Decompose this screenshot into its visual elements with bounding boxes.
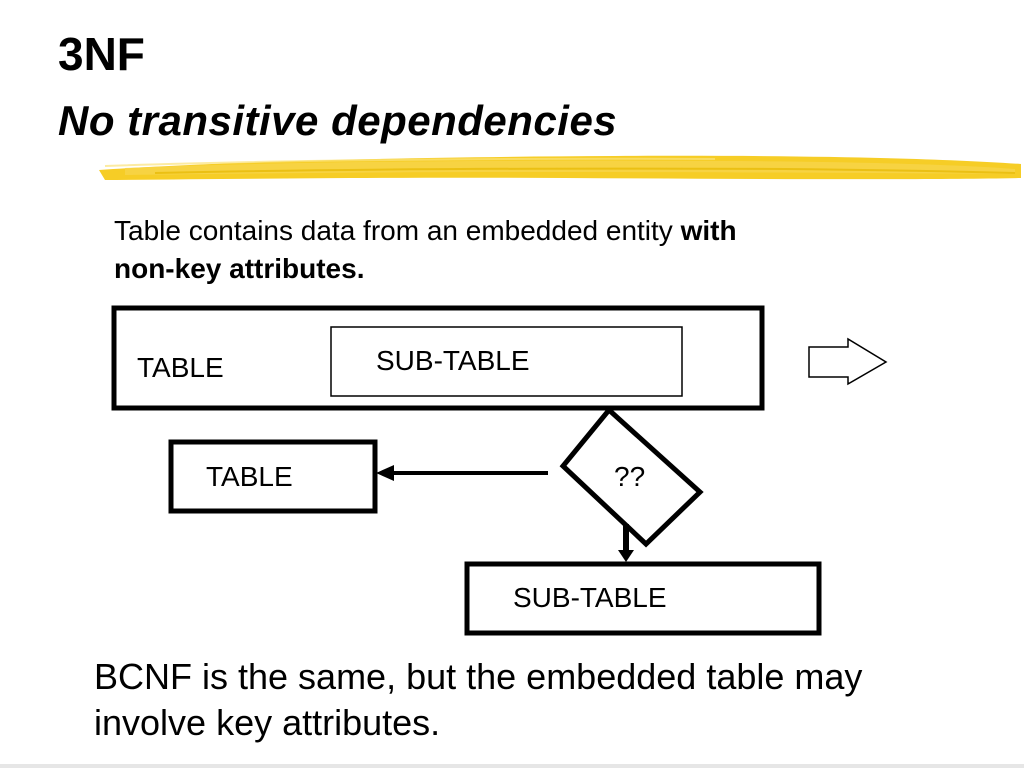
- intro-text: Table contains data from an embedded ent…: [114, 212, 914, 288]
- arrowhead-down-icon: [618, 550, 634, 562]
- result-subtable-label: SUB-TABLE: [513, 582, 667, 613]
- intro-bold-text-2: non-key attributes.: [114, 253, 365, 284]
- footer-text: BCNF is the same, but the embedded table…: [94, 654, 994, 746]
- hollow-right-arrow-icon: [808, 337, 888, 386]
- embedded-subtable-label: SUB-TABLE: [376, 345, 530, 376]
- result-table-box: [168, 439, 378, 514]
- arrowhead-left-icon: [376, 465, 394, 481]
- embedded-subtable-box: [330, 326, 683, 397]
- slide-subtitle: No transitive dependencies: [58, 97, 618, 144]
- result-subtable-box: [464, 561, 822, 636]
- footer-line-2: involve key attributes.: [94, 702, 441, 743]
- footer-line-1: BCNF is the same, but the embedded table…: [94, 656, 863, 697]
- result-table-label: TABLE: [206, 461, 293, 492]
- intro-bold-text-1: with: [680, 215, 737, 246]
- intro-plain-text: Table contains data from an embedded ent…: [114, 215, 681, 246]
- decision-label: ??: [614, 461, 646, 492]
- highlighter-brush-stroke: [99, 155, 1021, 180]
- bottom-rule: [0, 764, 1024, 768]
- outer-table-label: TABLE: [137, 352, 224, 383]
- decision-diamond: [559, 406, 704, 548]
- slide-title: 3NF: [58, 28, 145, 80]
